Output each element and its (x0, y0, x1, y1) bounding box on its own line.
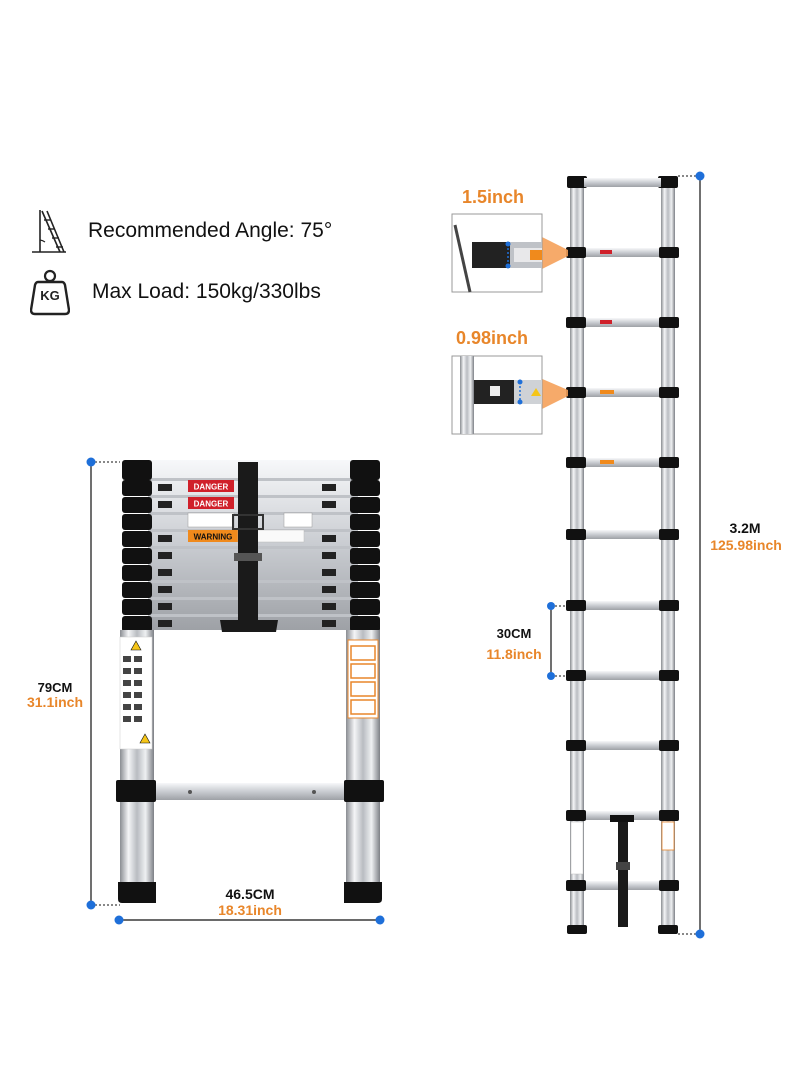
spec-angle: Recommended Angle: 75° (30, 208, 332, 254)
extended-height-in: 125.98inch (710, 537, 782, 553)
svg-text:DANGER: DANGER (194, 483, 229, 492)
collapsed-height-cm: 79CM (37, 680, 73, 695)
danger-label-1: DANGER (188, 480, 234, 492)
ladder-angle-icon (32, 210, 66, 253)
spec-load: KG Max Load: 150kg/330lbs (30, 268, 321, 316)
collapsed-width-cm: 46.5CM (225, 886, 275, 902)
load-text: Max Load: 150kg/330lbs (92, 280, 321, 303)
collapsed-ladder: DANGER DANGER WARNING (86, 457, 385, 925)
extended-strap (610, 815, 634, 927)
rail-width-label: 0.98inch (456, 328, 529, 348)
extended-ladder (451, 171, 705, 939)
warning-label: WARNING (188, 530, 238, 542)
collapsed-height-dimension (86, 457, 120, 910)
rung-gap-cm: 30CM (496, 626, 532, 641)
rail-width-callout (451, 355, 568, 435)
rung-spacing-dimension (547, 602, 568, 680)
left-foot (118, 882, 156, 903)
extended-height-m: 3.2M (729, 520, 761, 536)
extended-height-dimension (678, 171, 705, 939)
rung-gap-in: 11.8inch (486, 646, 542, 662)
danger-label-2: DANGER (188, 497, 234, 509)
angle-text: Recommended Angle: 75° (88, 219, 333, 242)
instruction-sticker (119, 636, 153, 750)
kg-label: KG (40, 288, 60, 303)
rung-depth-label: 1.5inch (462, 187, 525, 207)
rung-depth-callout (451, 213, 568, 293)
collapsed-width-in: 18.31inch (218, 902, 282, 918)
collapsed-height-in: 31.1inch (26, 694, 84, 710)
extended-rungs (566, 178, 679, 891)
svg-text:WARNING: WARNING (194, 533, 233, 542)
kg-weight-icon: KG (30, 268, 70, 316)
orange-sticker (347, 639, 379, 719)
carry-strap (220, 462, 278, 632)
svg-text:DANGER: DANGER (194, 500, 229, 509)
collapsed-width-dimension (114, 915, 385, 925)
right-foot (344, 882, 382, 903)
collapsed-bottom-rung (150, 783, 350, 800)
